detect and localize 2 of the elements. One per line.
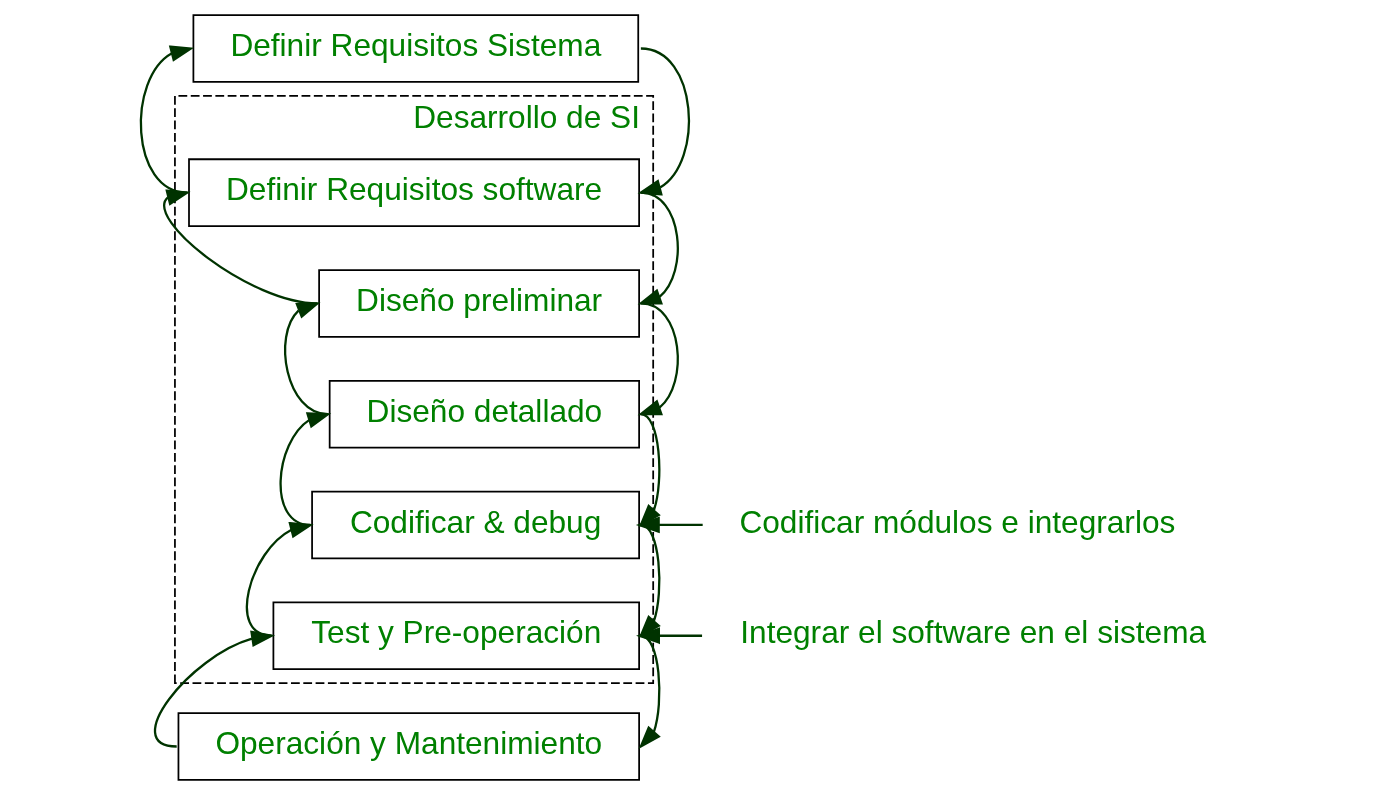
node-text: Codificar módulos e integrarlos: [739, 503, 1176, 540]
node-text: Integrar el software en el sistema: [740, 614, 1207, 651]
